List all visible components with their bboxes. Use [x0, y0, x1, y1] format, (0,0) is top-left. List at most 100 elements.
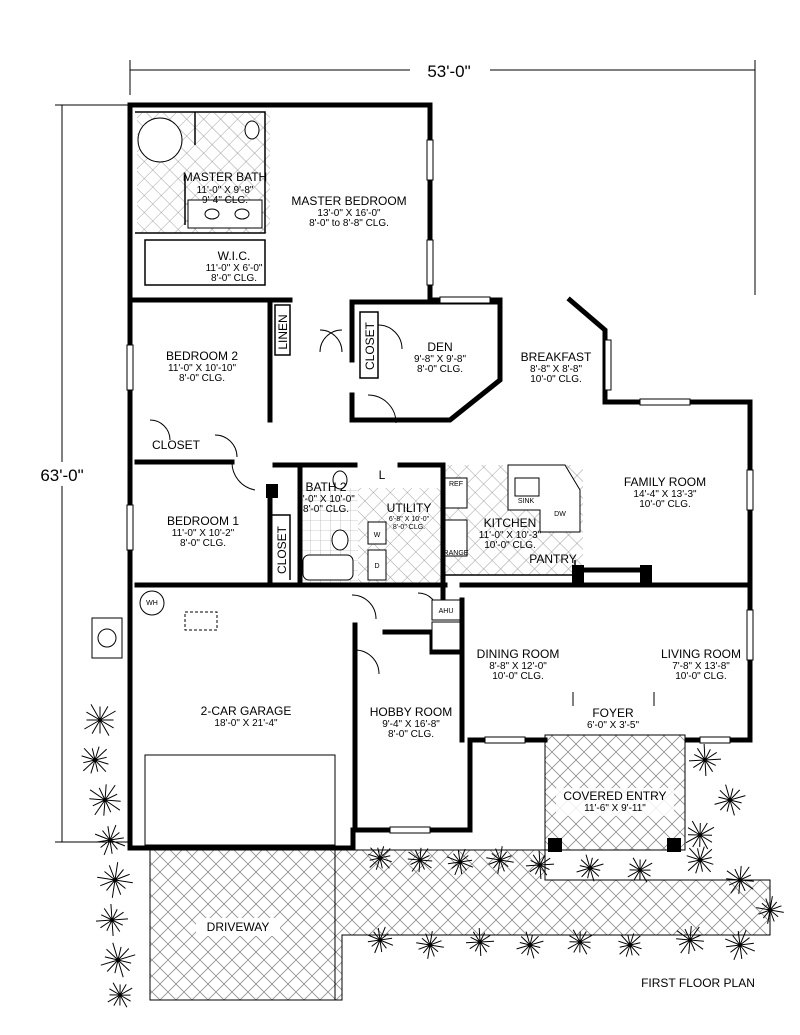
shrub — [726, 866, 754, 894]
utility-name: UTILITY — [387, 501, 432, 515]
shrub — [89, 784, 121, 816]
hobby-dim: 9'-4" X 16'-8" — [382, 719, 440, 730]
shrub — [627, 857, 653, 883]
shrub — [576, 854, 604, 882]
den-dim: 9'-8" X 9'-8" — [414, 354, 467, 365]
bedroom2-clg: 8'-0" CLG. — [179, 373, 225, 384]
garage-name: 2-CAR GARAGE — [201, 704, 292, 718]
ref-label: REF — [449, 481, 463, 488]
entry-posts — [266, 484, 681, 852]
shrub — [567, 929, 593, 955]
bedroom2-closet-label: CLOSET — [152, 438, 201, 452]
driveway-name: DRIVEWAY — [207, 920, 270, 934]
family-clg: 10'-0" CLG. — [639, 499, 691, 510]
shrub — [725, 930, 755, 960]
overall-width-label: 53'-0" — [427, 62, 470, 81]
bedroom2-dim: 11'-0" X 10'-10" — [168, 363, 236, 374]
breakfast-dim: 8'-8" X 8'-8" — [530, 364, 583, 375]
covered-entry-name: COVERED ENTRY — [563, 789, 666, 803]
den-clg: 8'-0" CLG. — [417, 364, 463, 375]
foyer-name: FOYER — [592, 706, 634, 720]
garage-door — [144, 754, 336, 846]
wic-name: W.I.C. — [218, 249, 251, 263]
utility-clg: 8'-0" CLG. — [393, 524, 425, 531]
wall-thin — [135, 111, 576, 580]
living-name: LIVING ROOM — [661, 647, 741, 661]
shrub — [416, 931, 444, 959]
master-bath-dim: 11'-0" X 9'-8" — [197, 185, 254, 196]
dining-dim: 8'-8" X 12'-0" — [489, 661, 547, 672]
master-bedroom-clg: 8'-0" to 8'-8" CLG. — [309, 218, 389, 229]
landscaping — [81, 704, 784, 1008]
pantry-label: PANTRY — [529, 552, 577, 566]
wic-clg: 8'-0" CLG. — [211, 273, 257, 284]
walls — [127, 102, 753, 851]
bath2-dim: 5'-0" X 10'-0" — [297, 494, 355, 505]
den-name: DEN — [427, 340, 452, 354]
den-closet-label: CLOSET — [363, 321, 377, 370]
shrub — [94, 824, 126, 856]
bedroom1-closet-label: CLOSET — [275, 525, 289, 574]
breakfast-name: BREAKFAST — [521, 350, 592, 364]
kitchen-dim: 11'-0" X 10'-3" — [479, 530, 542, 541]
shrub — [81, 746, 109, 774]
overall-depth-label: 63'-0" — [40, 466, 83, 485]
sink-label: SINK — [518, 498, 535, 505]
living-dim: 7'-8" X 13'-8" — [672, 661, 730, 672]
dryer-label: D — [374, 563, 379, 570]
walkway-paving — [334, 849, 771, 1001]
shrub — [366, 926, 394, 954]
master-bath-name: MASTER BATH — [183, 170, 267, 184]
shrub — [107, 982, 133, 1008]
shrub — [525, 850, 555, 880]
family-name: FAMILY ROOM — [624, 475, 706, 489]
shrub — [714, 784, 746, 816]
kitchen-name: KITCHEN — [484, 516, 537, 530]
shrub — [756, 896, 784, 924]
shrub — [618, 933, 642, 957]
linen-label: LINEN — [276, 314, 290, 349]
ahu-label: AHU — [439, 608, 454, 615]
hobby-name: HOBBY ROOM — [370, 705, 452, 719]
dining-clg: 10'-0" CLG. — [492, 671, 544, 682]
living-clg: 10'-0" CLG. — [675, 671, 727, 682]
shrub — [688, 743, 722, 777]
shrub — [95, 903, 129, 937]
shrub — [100, 942, 136, 978]
shrub — [84, 704, 116, 736]
bedroom1-clg: 8'-0" CLG. — [180, 538, 226, 549]
shrub — [685, 820, 715, 850]
shrub — [676, 926, 704, 954]
linen-shelf-label: L — [379, 468, 386, 482]
master-bedroom-dim: 13'-0" X 16'-0" — [317, 208, 381, 219]
shrub — [97, 862, 133, 898]
wh-label: WH — [146, 600, 158, 607]
hobby-clg: 8'-0" CLG. — [388, 729, 434, 740]
bedroom1-name: BEDROOM 1 — [167, 514, 239, 528]
shrub — [465, 927, 495, 957]
bedroom1-dim: 11'-0" X 10'-2" — [172, 528, 235, 539]
master-bath-clg: 9'-4" CLG. — [202, 195, 248, 206]
kitchen-clg: 10'-0" CLG. — [484, 540, 536, 551]
dw-label: DW — [554, 511, 566, 518]
shrub — [516, 931, 544, 959]
shrub — [486, 846, 514, 874]
master-bedroom-name: MASTER BEDROOM — [291, 194, 406, 208]
range-label: RANGE — [444, 550, 469, 557]
washer-label: W — [374, 532, 381, 539]
shrub — [407, 847, 433, 873]
fixtures — [91, 117, 581, 659]
foyer-dim: 6'-0" X 3'-5" — [587, 720, 640, 731]
family-dim: 14'-4" X 13'-3" — [633, 489, 697, 500]
covered-entry-dim: 11'-6" X 9'-11" — [584, 803, 646, 814]
breakfast-clg: 10'-0" CLG. — [530, 374, 582, 385]
room-labels: MASTER BATH 11'-0" X 9'-8" 9'-4" CLG. MA… — [166, 170, 741, 936]
dining-name: DINING ROOM — [477, 647, 560, 661]
bedroom2-name: BEDROOM 2 — [166, 349, 238, 363]
fixture-labels: LINEN CLOSET CLOSET CLOSET PANTRY REF RA… — [146, 314, 577, 615]
windows — [126, 139, 754, 834]
bath2-clg: 8'-0" CLG. — [303, 504, 349, 515]
shrub — [446, 848, 474, 876]
bath2-name: BATH 2 — [305, 480, 346, 494]
